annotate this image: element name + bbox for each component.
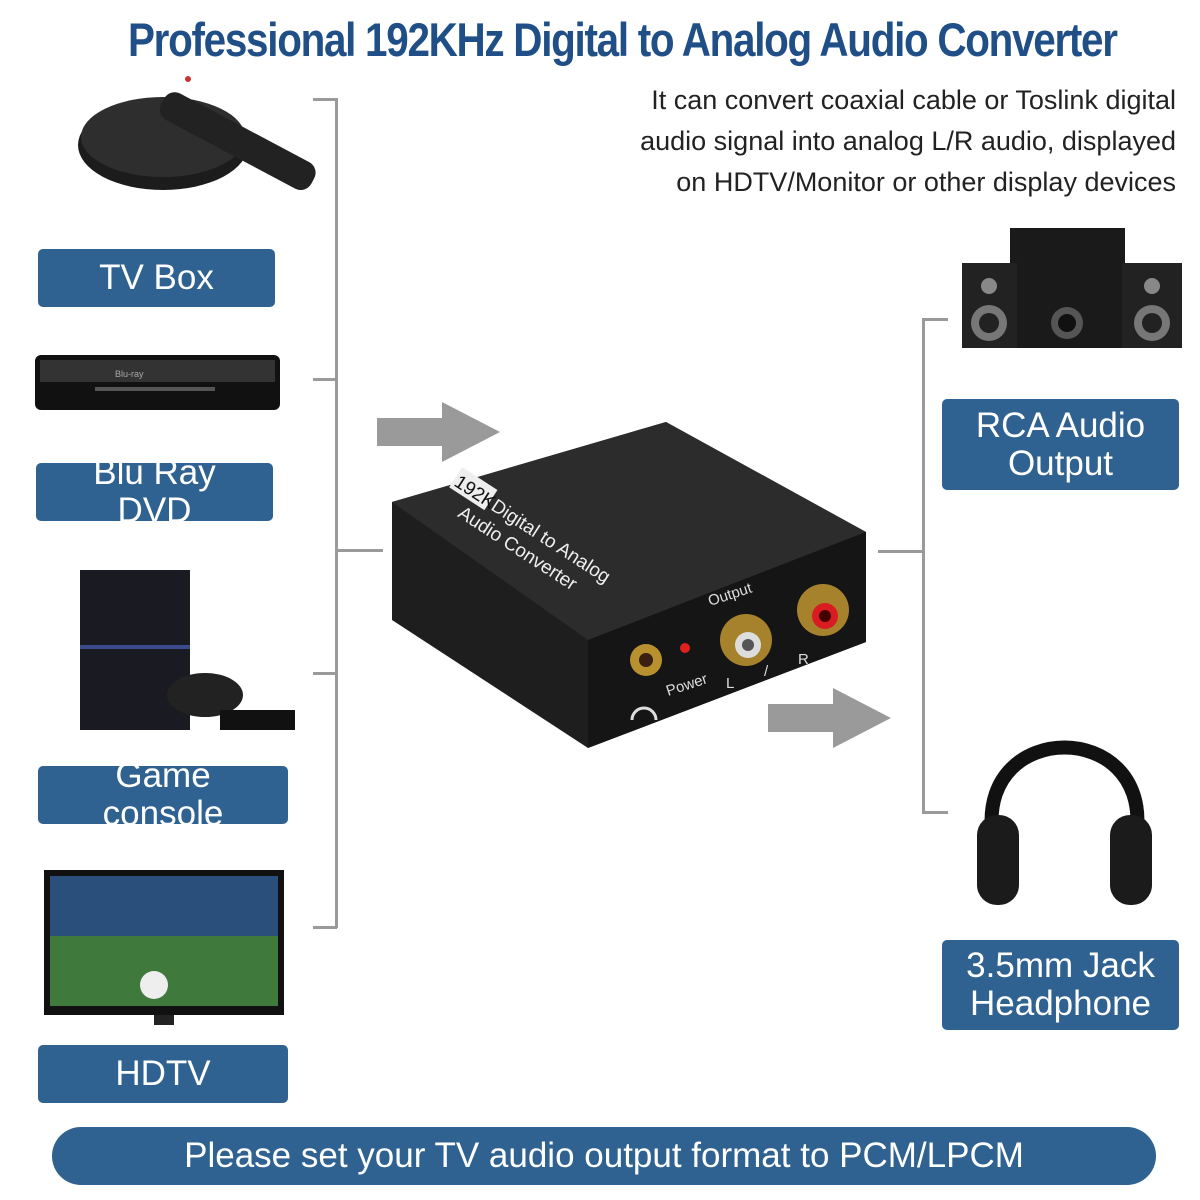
input-label-tv-box: TV Box	[38, 249, 275, 307]
arrow-right-icon	[377, 402, 500, 462]
description-line: on HDTV/Monitor or other display devices	[676, 167, 1176, 197]
connector-line	[922, 318, 925, 813]
connector-line	[336, 549, 383, 552]
tv-box-icon	[78, 76, 316, 191]
connector-line	[313, 672, 337, 675]
connector-line	[922, 318, 948, 321]
input-label-blu-ray-dvd: Blu Ray DVD	[36, 454, 273, 530]
speakers-icon	[962, 228, 1182, 348]
left-text: L	[726, 675, 734, 692]
connector-line	[922, 811, 948, 814]
connector-line	[313, 926, 337, 929]
description-line: audio signal into analog L/R audio, disp…	[640, 126, 1176, 156]
input-label-hdtv: HDTV	[38, 1045, 288, 1103]
right-text: R	[798, 651, 809, 668]
description: It can convert coaxial cable or Toslink …	[556, 80, 1176, 203]
power-led	[680, 643, 690, 653]
slash-text: /	[764, 663, 769, 680]
page-title: Professional 192KHz Digital to Analog Au…	[128, 13, 1118, 66]
connector-line	[335, 98, 338, 928]
connector-line	[313, 378, 337, 381]
input-label-game-console: Game console	[38, 757, 288, 833]
pcm-notice-banner: Please set your TV audio output format t…	[52, 1127, 1156, 1185]
output-label-headphone: 3.5mm Jack Headphone	[942, 940, 1179, 1030]
game-console-icon	[80, 570, 295, 730]
connector-line	[878, 550, 924, 553]
blu-ray-player-icon: Blu-ray	[35, 355, 280, 410]
hdtv-icon	[44, 870, 284, 1025]
description-line: It can convert coaxial cable or Toslink …	[651, 85, 1176, 115]
output-label-rca: RCA Audio Output	[942, 399, 1179, 490]
connector-line	[313, 98, 337, 101]
headphones-icon	[977, 740, 1152, 905]
arrow-right-icon	[768, 688, 891, 748]
converter-device: 192K Digital to Analog Audio Converter O…	[392, 422, 866, 748]
headphone-jack-icon	[630, 706, 658, 721]
svg-text:Blu-ray: Blu-ray	[115, 369, 144, 379]
